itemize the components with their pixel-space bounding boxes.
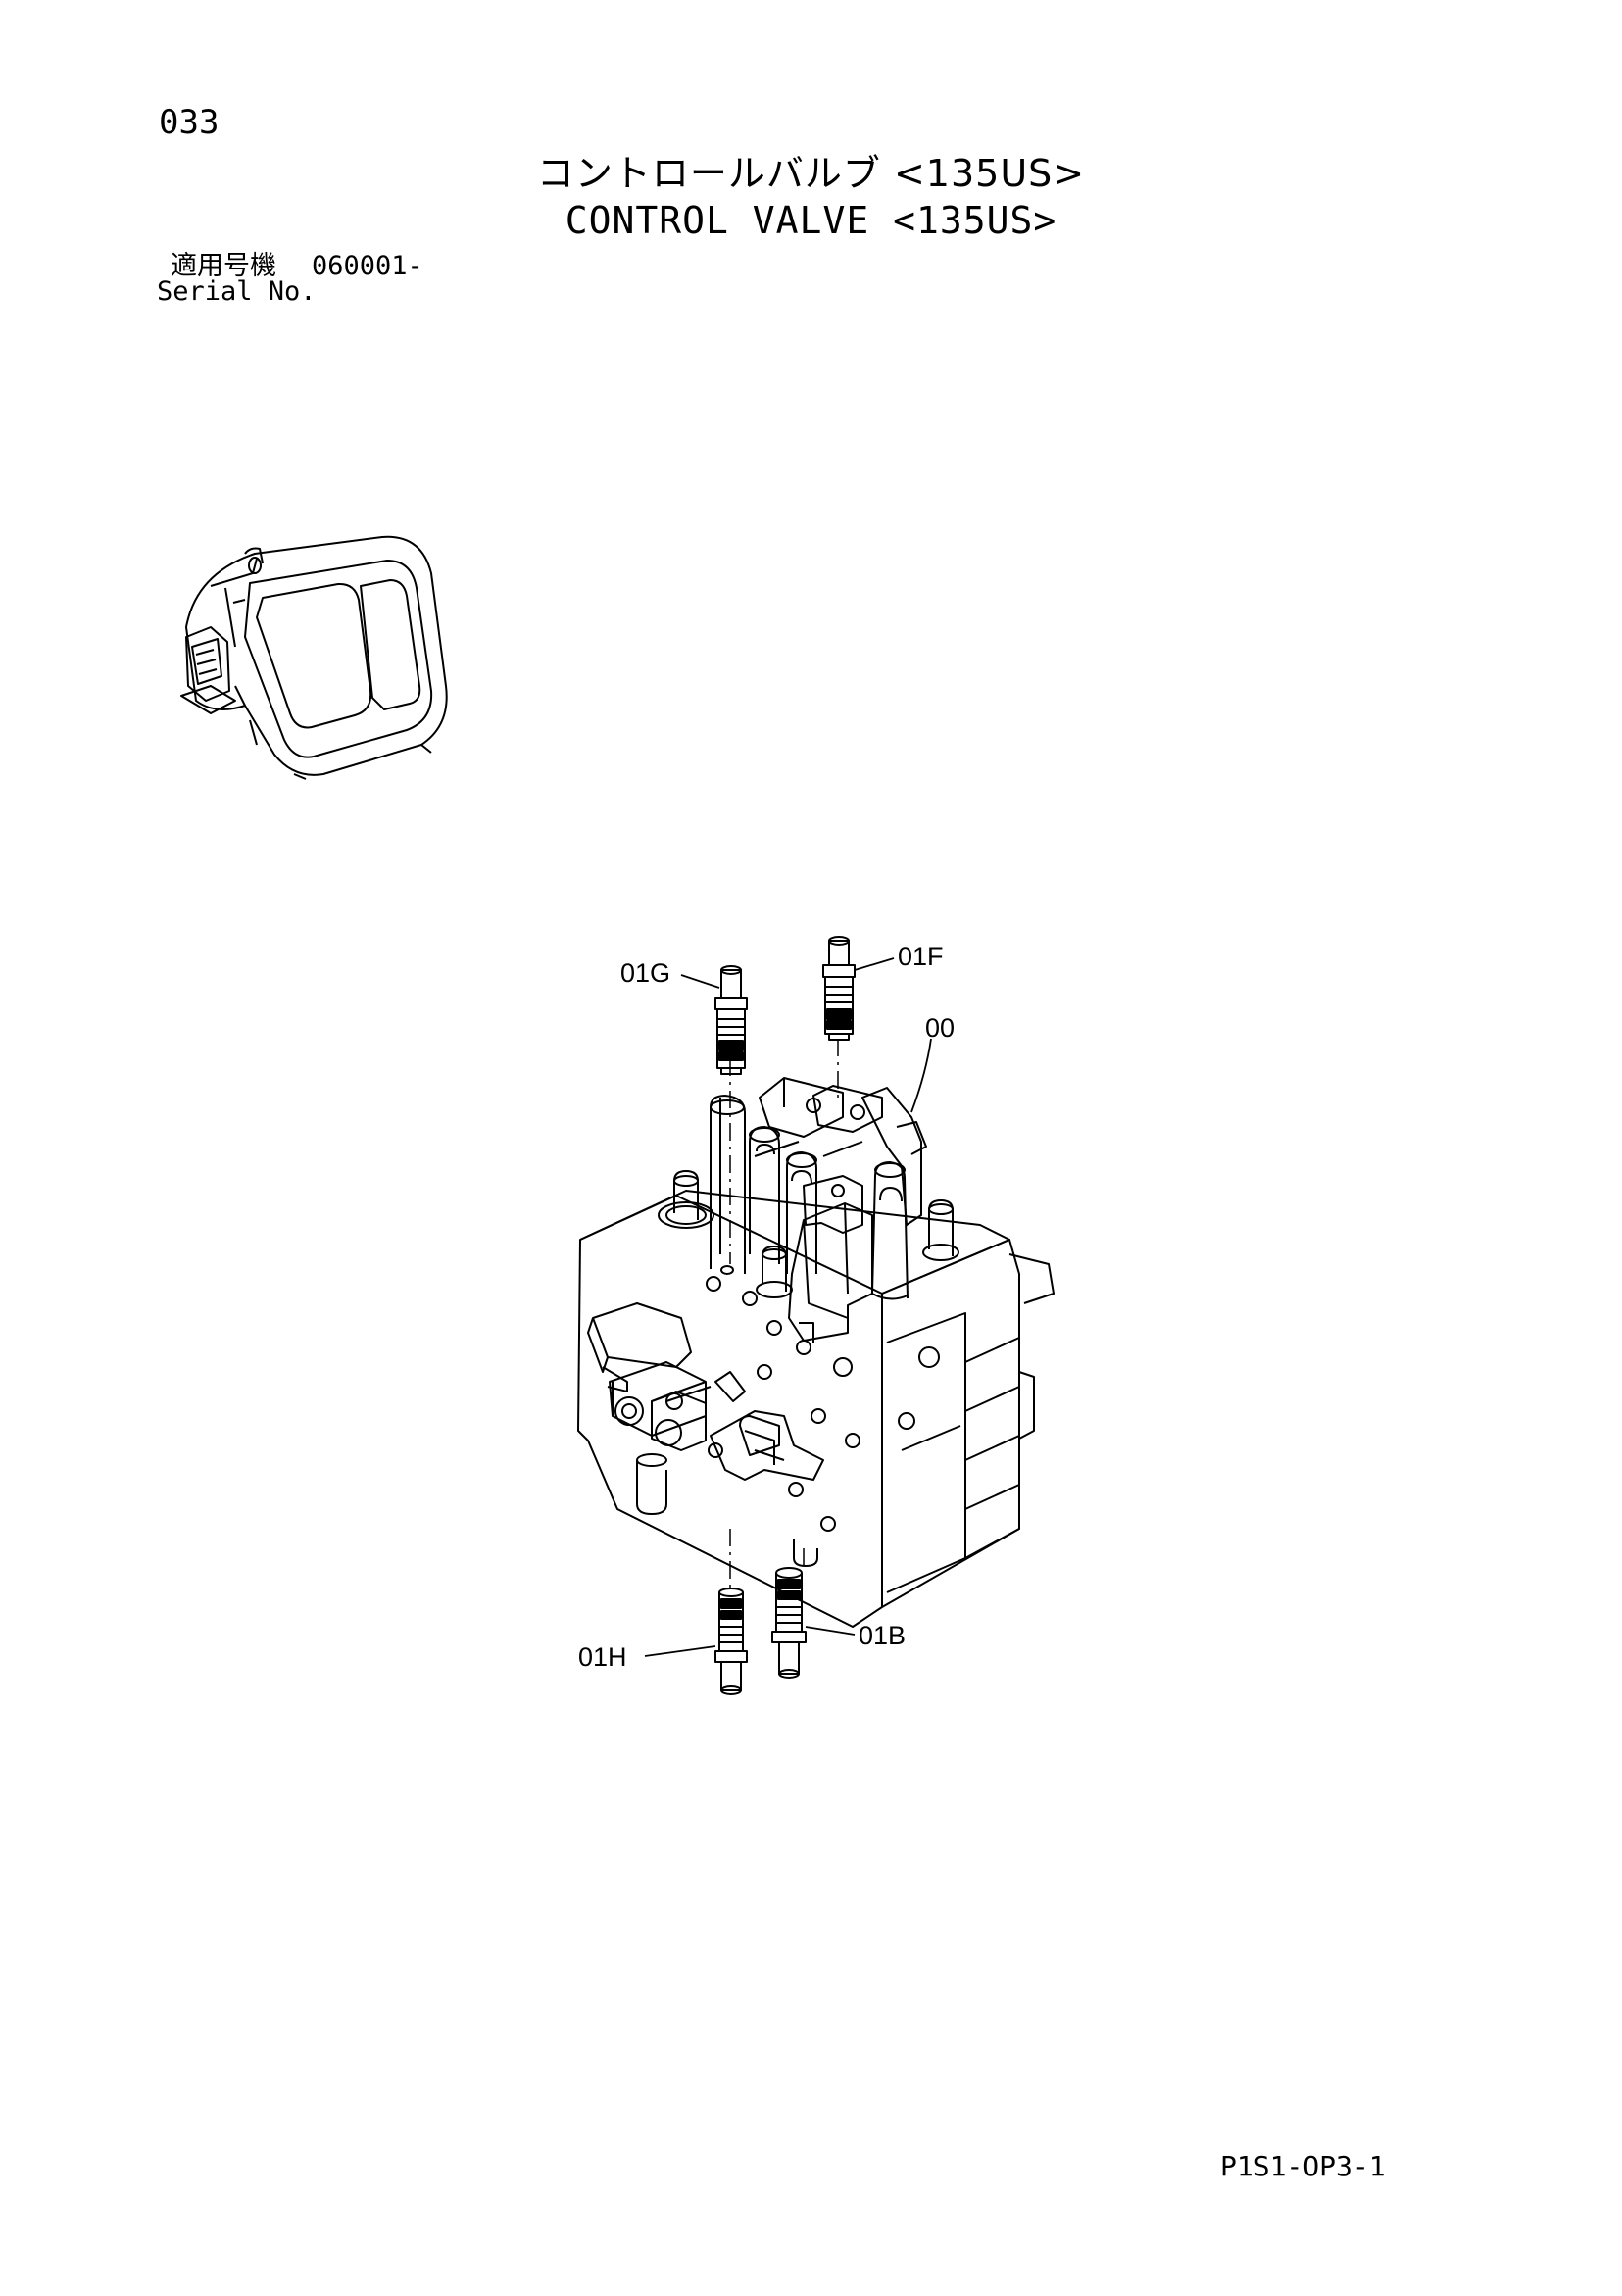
part-01G-cartridge xyxy=(714,965,748,1075)
part-01H-cartridge xyxy=(714,1588,748,1695)
callout-01B: 01B xyxy=(859,1621,906,1650)
callout-01H: 01H xyxy=(578,1642,627,1672)
serial-number-range: 060001- xyxy=(312,251,423,281)
serial-label-japanese: 適用号機 xyxy=(171,251,276,281)
callout-00: 00 xyxy=(925,1013,955,1043)
part-01F-cartridge xyxy=(822,936,856,1041)
page-title-english: CONTROL VALVE <135US> xyxy=(565,199,1057,242)
page-code: P1S1-OP3-1 xyxy=(1220,2150,1386,2182)
page-title-japanese: コントロールバルブ <135US> xyxy=(536,152,1086,195)
serial-label-english: Serial No. xyxy=(157,276,317,307)
page-number: 033 xyxy=(159,103,220,142)
part-01B-cartridge xyxy=(771,1567,807,1679)
callout-01G: 01G xyxy=(620,958,670,988)
callout-01F: 01F xyxy=(898,942,944,971)
